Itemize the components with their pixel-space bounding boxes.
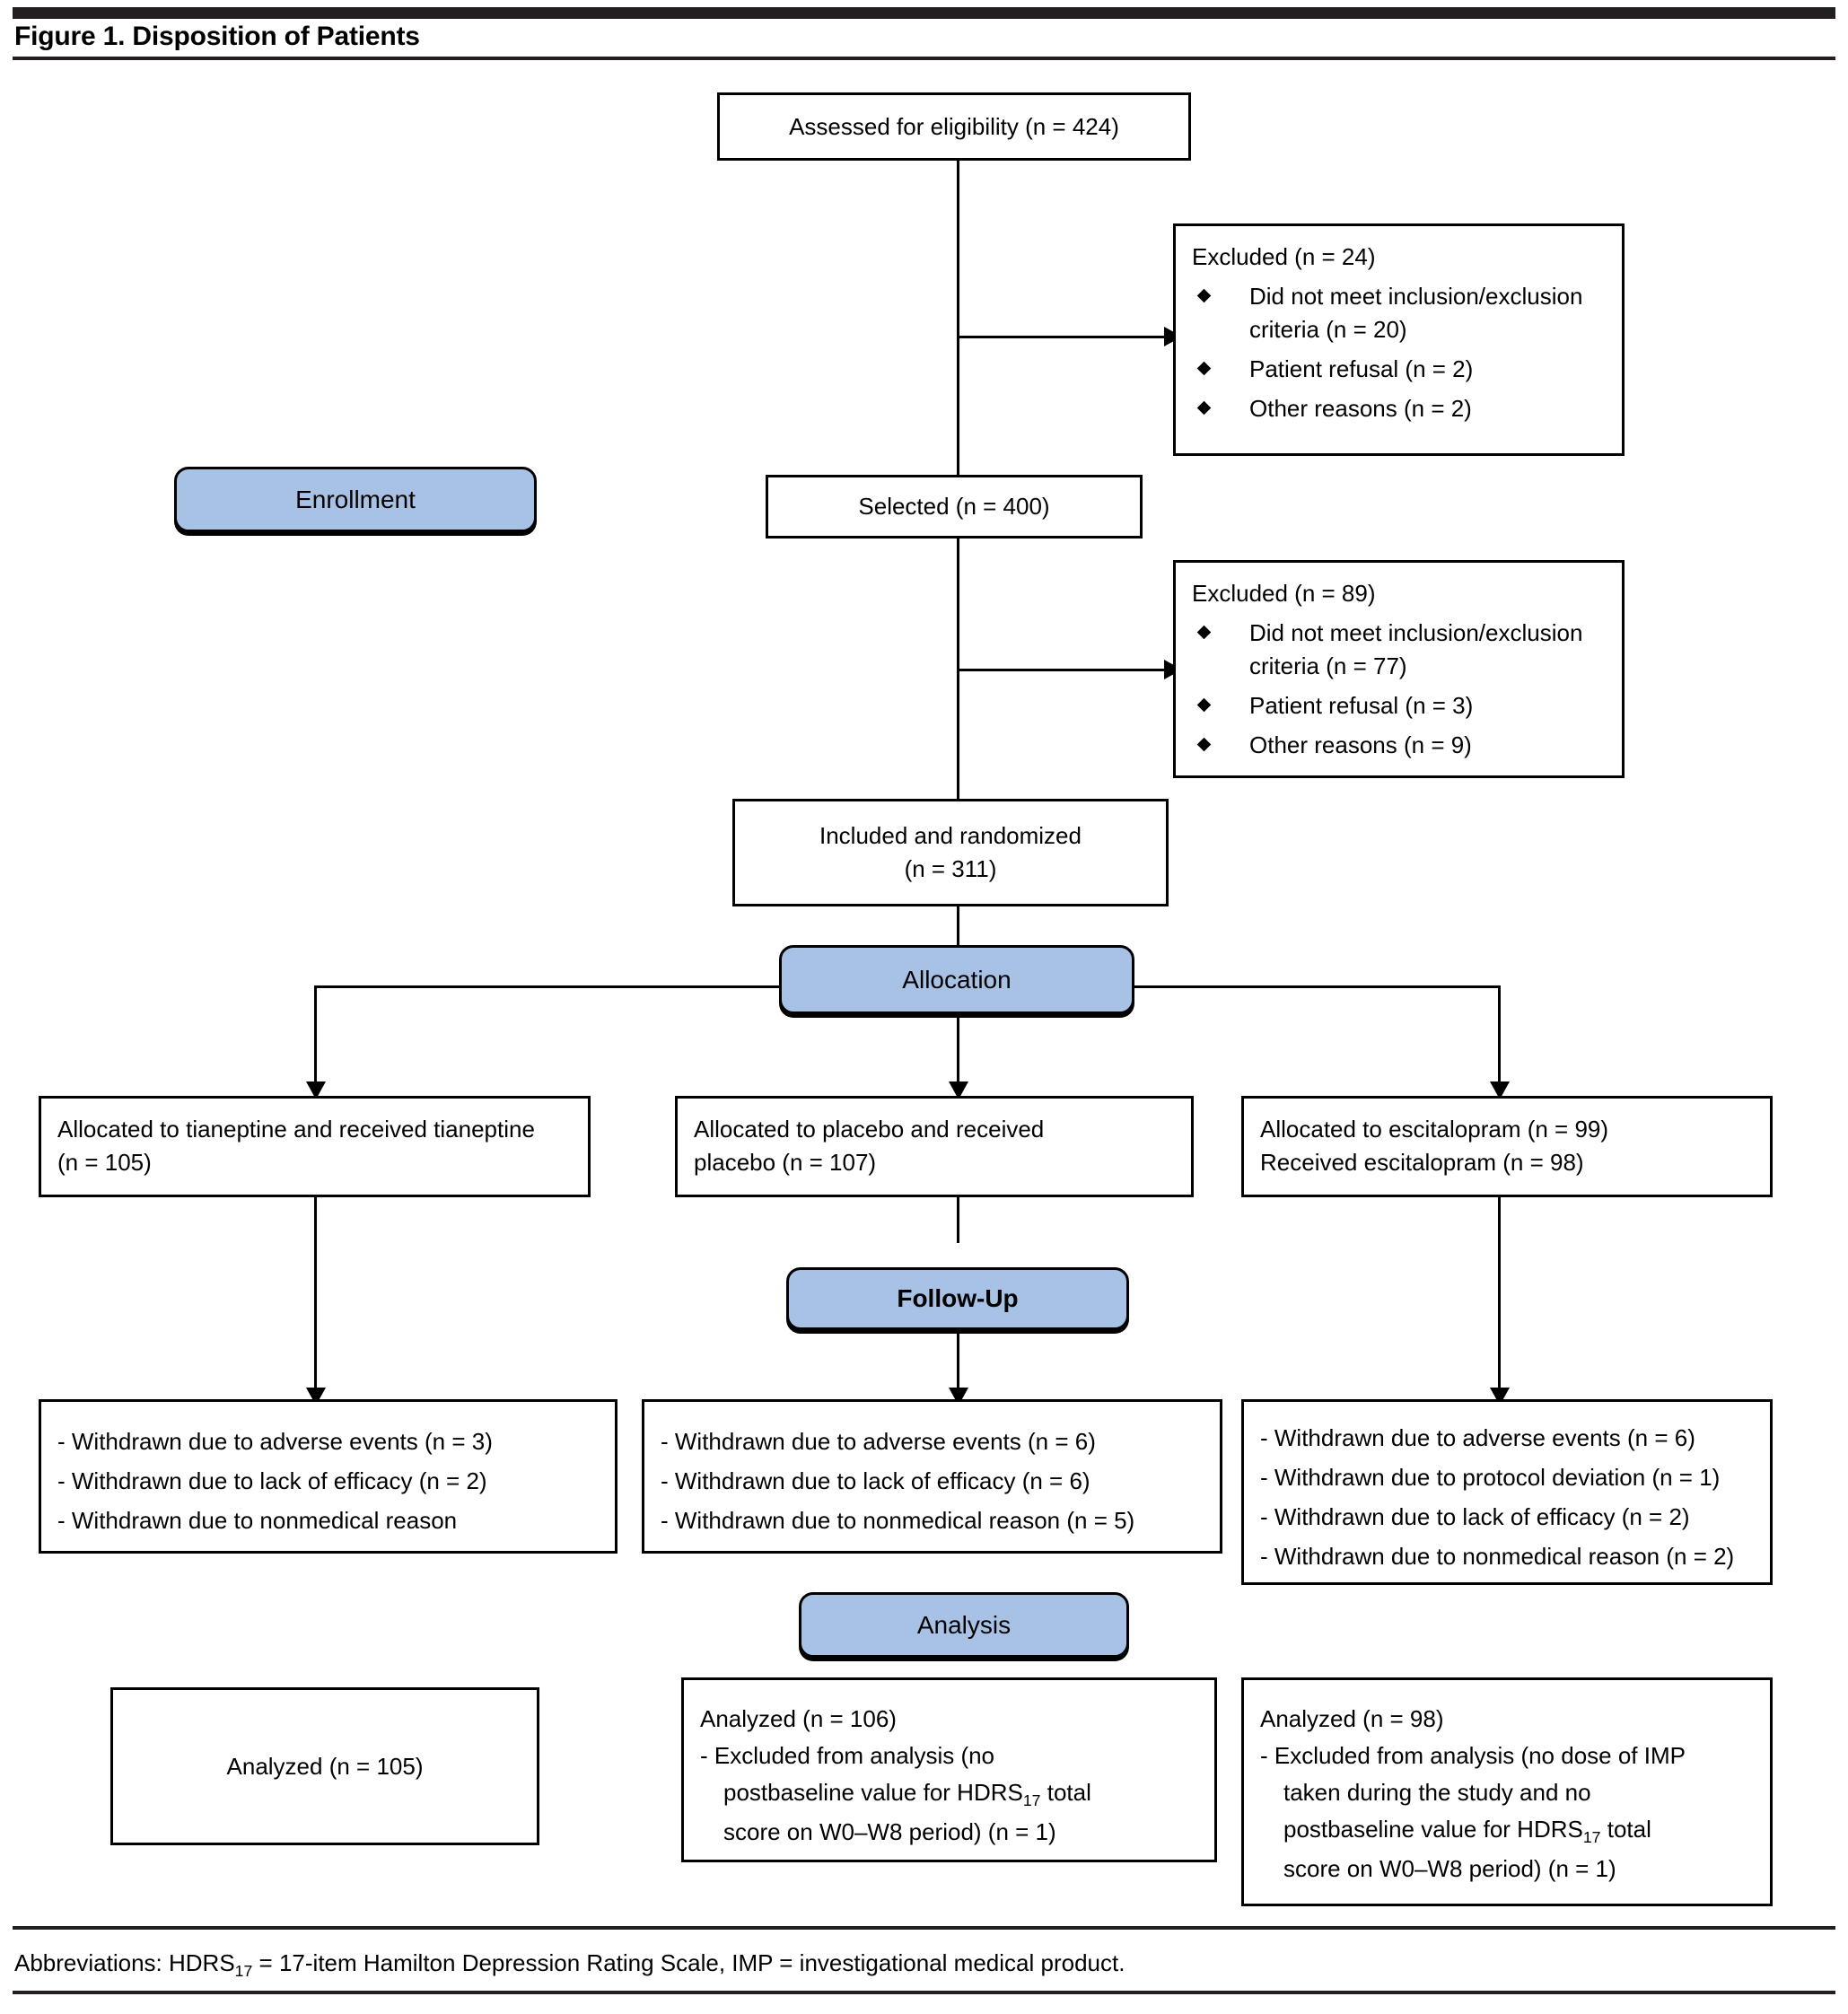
diamond-bullet-icon <box>1196 288 1212 303</box>
analysis-placebo-excluded-line-3: score on W0–W8 period) (n = 1) <box>723 1818 1056 1846</box>
connector-allocation-left-drop <box>314 985 317 1087</box>
list-item: Did not meet inclusion/exclusion criteri… <box>1192 617 1606 683</box>
analysis-escitalopram-excluded-line-3: postbaseline value for HDRS17 total <box>1283 1815 1651 1846</box>
followup-tianeptine-list: - Withdrawn due to adverse events (n = 3… <box>57 1425 599 1537</box>
list-item: - Withdrawn due to protocol deviation (n… <box>1260 1463 1721 1491</box>
box-analysis-escitalopram: Analyzed (n = 98) - Excluded from analys… <box>1241 1677 1773 1906</box>
randomized-line-1: Included and randomized <box>819 822 1082 850</box>
list-item: Did not meet inclusion/exclusion criteri… <box>1192 280 1606 346</box>
alloc-placebo-line-1: Allocated to placebo and received <box>694 1116 1045 1143</box>
alloc-escitalopram-line-1: Allocated to escitalopram (n = 99) <box>1260 1116 1609 1143</box>
arrowhead-alloc-center-icon <box>949 1081 968 1099</box>
analysis-escitalopram-excluded-line-2: taken during the study and no <box>1283 1778 1591 1806</box>
stage-pill-followup: Follow-Up <box>786 1267 1129 1330</box>
footer-rule-top <box>13 1926 1835 1930</box>
box-followup-tianeptine: - Withdrawn due to adverse events (n = 3… <box>39 1399 617 1554</box>
followup-escitalopram-list: - Withdrawn due to adverse events (n = 6… <box>1260 1422 1754 1573</box>
stage-enrollment-label: Enrollment <box>295 485 416 513</box>
list-item: Other reasons (n = 2) <box>1192 392 1606 425</box>
list-item: - Withdrawn due to nonmedical reason (n … <box>661 1506 1135 1534</box>
list-item: Patient refusal (n = 2) <box>1192 353 1606 386</box>
connector-to-excluded-1 <box>957 336 1173 338</box>
footer-rule-bottom <box>13 1991 1835 1994</box>
stage-analysis-label: Analysis <box>916 1610 1012 1639</box>
list-item: - Withdrawn due to lack of efficacy (n =… <box>1260 1502 1690 1530</box>
alloc-escitalopram-line-2: Received escitalopram (n = 98) <box>1260 1148 1584 1176</box>
alloc-placebo-line-2: placebo (n = 107) <box>694 1148 877 1176</box>
diamond-bullet-icon <box>1196 697 1212 712</box>
diamond-bullet-icon <box>1196 625 1212 640</box>
diamond-bullet-icon <box>1196 400 1212 415</box>
box-analysis-placebo: Analyzed (n = 106) - Excluded from analy… <box>681 1677 1217 1862</box>
analysis-placebo-list: Analyzed (n = 106) - Excluded from analy… <box>700 1703 1198 1849</box>
list-item: Patient refusal (n = 3) <box>1192 689 1606 722</box>
connector-allocation-center-drop <box>957 1014 959 1087</box>
connector-allocation-right-drop <box>1498 985 1501 1087</box>
node-assessed-for-eligibility: Assessed for eligibility (n = 424) <box>717 92 1191 161</box>
diamond-bullet-icon <box>1196 737 1212 751</box>
analysis-escitalopram-excluded-line-1: - Excluded from analysis (no dose of IMP <box>1260 1741 1686 1769</box>
box-allocated-tianeptine: Allocated to tianeptine and received tia… <box>39 1096 591 1197</box>
list-item: - Withdrawn due to lack of efficacy (n =… <box>661 1467 1090 1494</box>
box-allocated-escitalopram: Allocated to escitalopram (n = 99) Recei… <box>1241 1096 1773 1197</box>
selected-label: Selected (n = 400) <box>858 493 1050 521</box>
followup-placebo-list: - Withdrawn due to adverse events (n = 6… <box>661 1425 1204 1537</box>
list-item: - Withdrawn due to nonmedical reason <box>57 1506 458 1534</box>
analysis-placebo-analyzed: Analyzed (n = 106) <box>700 1705 897 1732</box>
list-item: - Withdrawn due to adverse events (n = 6… <box>661 1428 1096 1455</box>
connector-placebo-to-followup-pill <box>957 1197 959 1243</box>
list-item: - Withdrawn due to lack of efficacy (n =… <box>57 1467 487 1494</box>
excluded-1-title: Excluded (n = 24) <box>1192 243 1376 270</box>
excluded-1-list: Did not meet inclusion/exclusion criteri… <box>1192 280 1606 425</box>
stage-pill-analysis: Analysis <box>799 1592 1129 1658</box>
analysis-escitalopram-analyzed: Analyzed (n = 98) <box>1260 1705 1444 1732</box>
connector-randomized-to-allocation <box>957 906 959 947</box>
connector-escitalopram-to-followup <box>1498 1197 1501 1393</box>
connector-followup-pill-to-box <box>957 1316 959 1395</box>
arrowhead-alloc-right-icon <box>1490 1081 1510 1099</box>
node-selected: Selected (n = 400) <box>766 475 1143 539</box>
excluded-2-list: Did not meet inclusion/exclusion criteri… <box>1192 617 1606 762</box>
node-included-randomized: Included and randomized (n = 311) <box>732 799 1169 906</box>
list-item: Other reasons (n = 9) <box>1192 729 1606 762</box>
stage-followup-label: Follow-Up <box>897 1284 1019 1312</box>
randomized-line-2: (n = 311) <box>904 855 997 882</box>
analysis-tianeptine-label: Analyzed (n = 105) <box>226 1752 424 1780</box>
box-allocated-placebo: Allocated to placebo and received placeb… <box>675 1096 1194 1197</box>
box-followup-escitalopram: - Withdrawn due to adverse events (n = 6… <box>1241 1399 1773 1585</box>
arrowhead-alloc-left-icon <box>306 1081 326 1099</box>
alloc-tianeptine-line-1: Allocated to tianeptine and received tia… <box>57 1116 535 1143</box>
stage-pill-enrollment: Enrollment <box>174 467 537 532</box>
abbreviations-note: Abbreviations: HDRS17 = 17-item Hamilton… <box>14 1949 1125 1981</box>
title-rule <box>13 57 1835 60</box>
analysis-escitalopram-excluded-line-4: score on W0–W8 period) (n = 1) <box>1283 1855 1616 1883</box>
list-item: - Withdrawn due to adverse events (n = 3… <box>57 1428 493 1455</box>
analysis-placebo-excluded-line-2: postbaseline value for HDRS17 total <box>723 1778 1091 1809</box>
list-item: - Withdrawn due to adverse events (n = 6… <box>1260 1424 1695 1451</box>
box-followup-placebo: - Withdrawn due to adverse events (n = 6… <box>642 1399 1222 1554</box>
connector-assessed-to-selected <box>957 126 959 475</box>
connector-to-excluded-2 <box>957 669 1173 671</box>
box-excluded-1: Excluded (n = 24) Did not meet inclusion… <box>1173 223 1625 456</box>
box-excluded-2: Excluded (n = 89) Did not meet inclusion… <box>1173 560 1625 778</box>
box-analysis-tianeptine: Analyzed (n = 105) <box>110 1687 539 1845</box>
stage-pill-allocation: Allocation <box>779 945 1134 1014</box>
page-title: Figure 1. Disposition of Patients <box>14 22 420 51</box>
connector-tianeptine-to-followup <box>314 1197 317 1393</box>
diamond-bullet-icon <box>1196 361 1212 375</box>
analysis-escitalopram-list: Analyzed (n = 98) - Excluded from analys… <box>1260 1703 1754 1886</box>
excluded-2-title: Excluded (n = 89) <box>1192 580 1376 607</box>
analysis-placebo-excluded-line-1: - Excluded from analysis (no <box>700 1741 995 1769</box>
assessed-label: Assessed for eligibility (n = 424) <box>789 112 1119 140</box>
list-item: - Withdrawn due to nonmedical reason (n … <box>1260 1542 1735 1570</box>
top-rule <box>13 7 1835 19</box>
stage-allocation-label: Allocation <box>902 965 1012 994</box>
alloc-tianeptine-line-2: (n = 105) <box>57 1148 152 1176</box>
